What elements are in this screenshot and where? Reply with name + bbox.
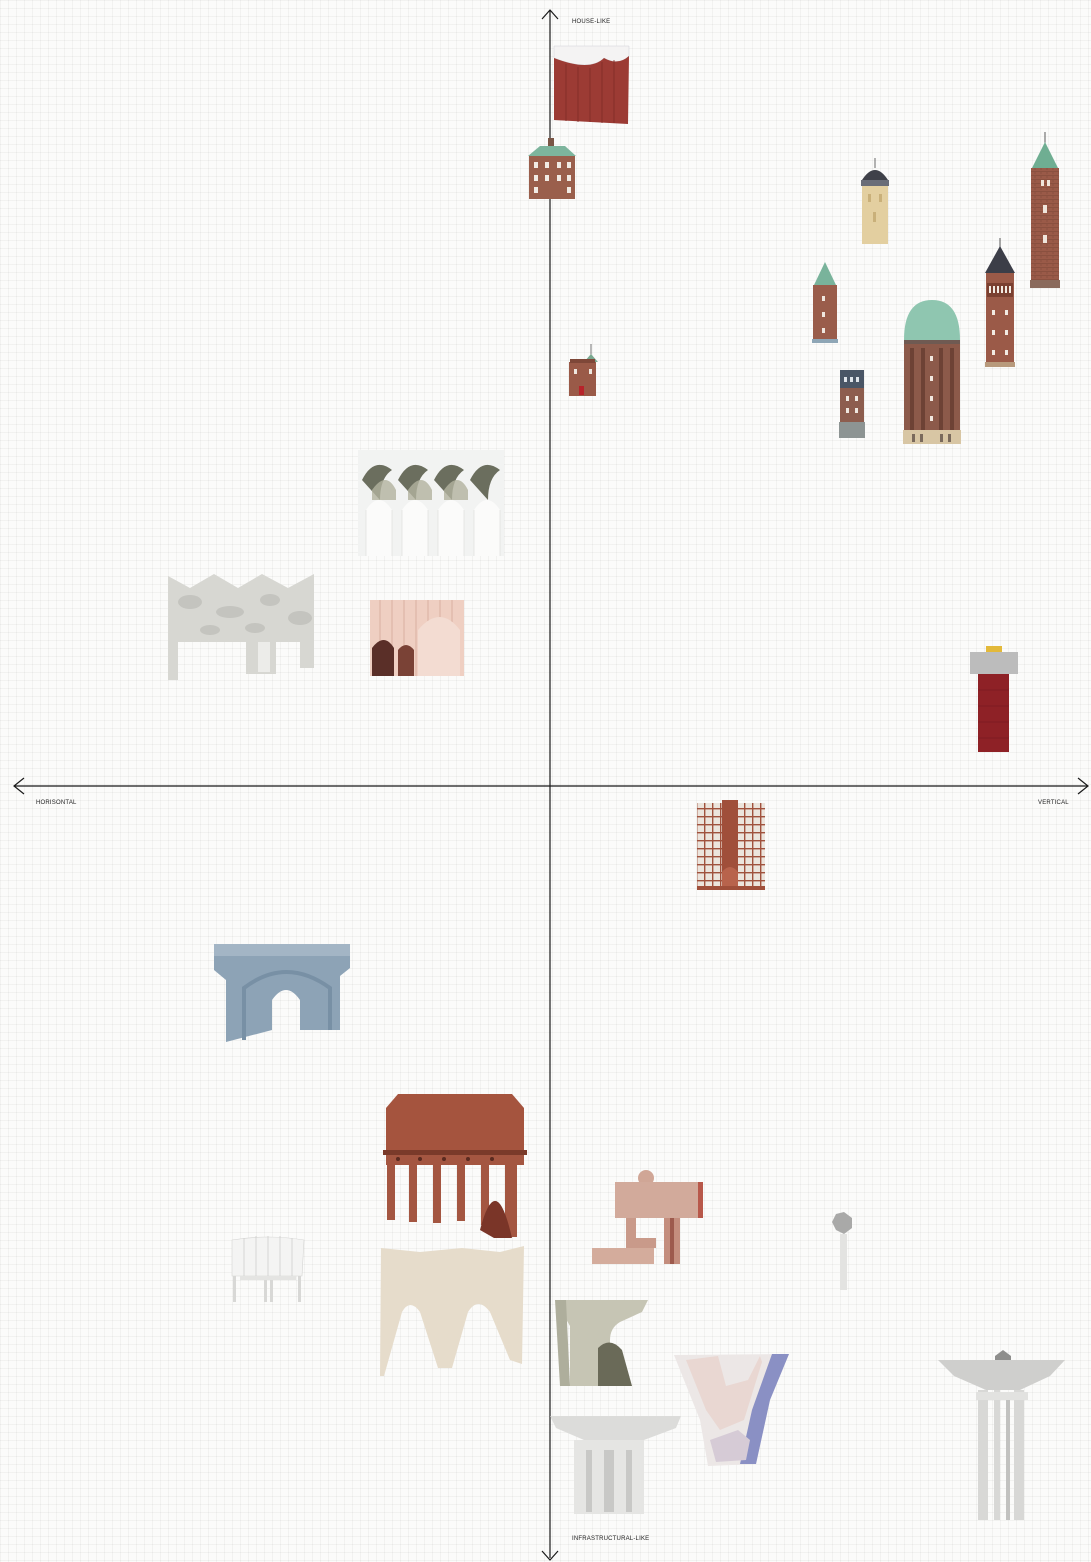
brick-house-green-roof	[528, 138, 576, 199]
pastel-striped-funnel	[674, 1354, 789, 1466]
white-mushroom-water-tower	[550, 1416, 681, 1514]
slate-brick-tower	[839, 370, 865, 438]
rust-colonnade-hall	[383, 1094, 527, 1238]
large-domed-water-tower	[903, 300, 961, 444]
brick-tower-dark-pyramid	[985, 238, 1015, 367]
red-shaft-concrete-cap	[970, 646, 1018, 752]
slate-blue-bridge	[214, 944, 350, 1042]
cream-domed-tower	[861, 158, 889, 244]
tall-brick-tower-green-spire	[1030, 132, 1060, 288]
grey-sawtooth-hall	[168, 574, 314, 680]
slim-brick-tower-green-cap	[812, 262, 838, 343]
horizontal-axis	[14, 778, 1088, 794]
white-ribbed-tank	[232, 1236, 304, 1302]
beige-hollow-block	[555, 1300, 648, 1386]
white-vaulted-arcade	[358, 450, 504, 556]
pink-cantilever-structure	[592, 1170, 703, 1264]
small-brick-tower	[569, 344, 598, 396]
vertical-axis	[542, 10, 558, 1560]
cream-zigzag-wall	[380, 1246, 524, 1376]
grey-lollipop-tower	[832, 1212, 852, 1290]
red-curtain-facade	[554, 46, 629, 124]
grey-mushroom-water-tower	[938, 1350, 1065, 1520]
brick-grid-facade	[697, 800, 765, 890]
pink-arched-pavilion	[370, 600, 464, 676]
